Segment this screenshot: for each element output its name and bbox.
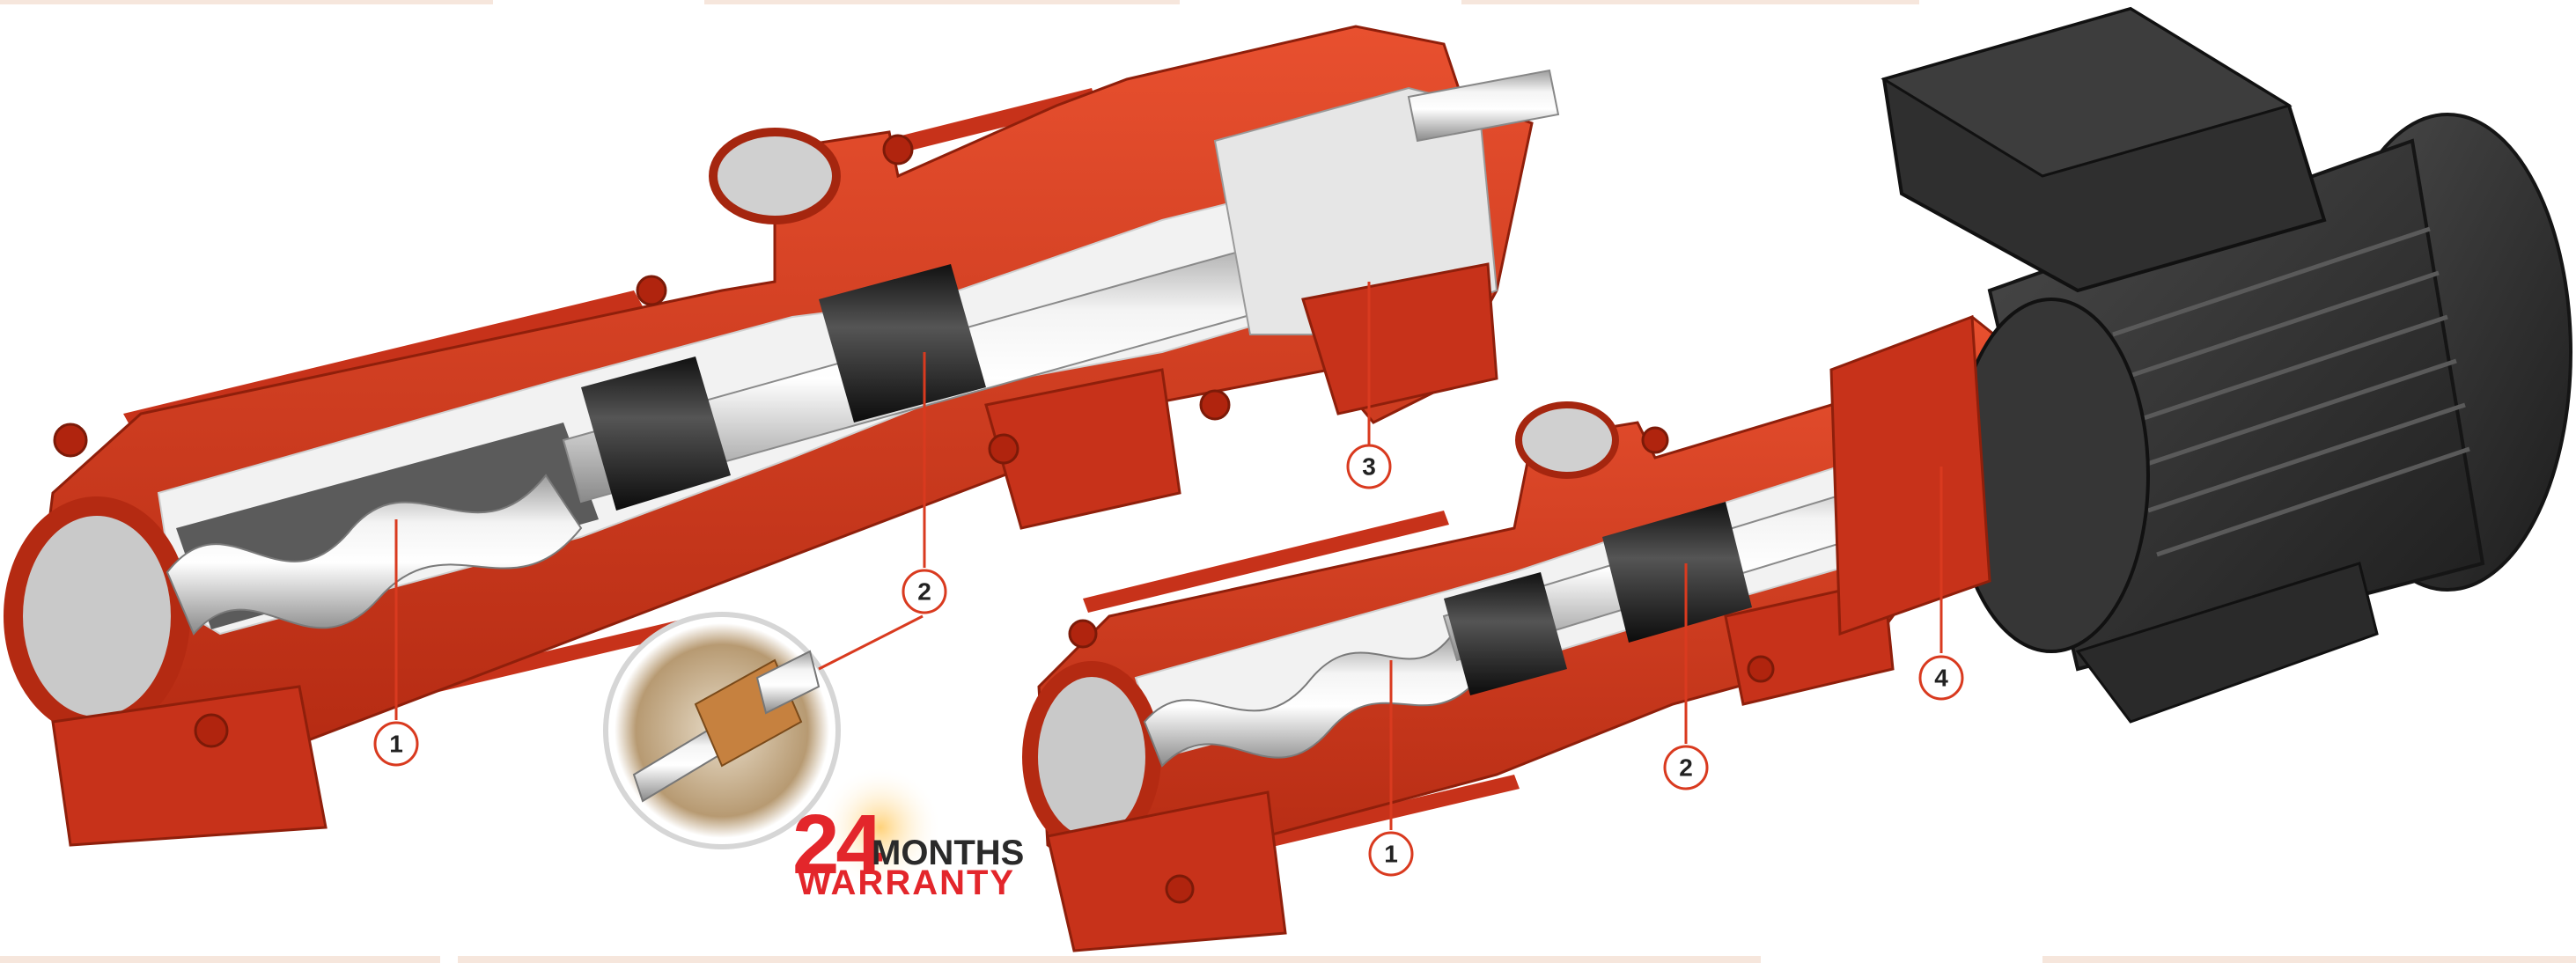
left-pump-bearing-housing <box>1213 86 1498 335</box>
motor-terminal-box-lid <box>1880 7 2293 178</box>
callout-label: 1 <box>389 731 403 758</box>
right-pump-joint-boot <box>1444 572 1567 695</box>
left-pump-inlet-port <box>709 128 841 224</box>
callout-label: 3 <box>1362 453 1376 481</box>
left-pump-rotor <box>166 474 583 636</box>
motor-cooling-fins <box>2112 226 2470 557</box>
edge-stripe <box>0 0 493 4</box>
right-pump-tie-rods <box>1083 511 1520 859</box>
left-pump-bolts <box>53 134 1231 748</box>
left-pump-joint-boot <box>819 264 986 423</box>
warranty-number: 24 <box>792 798 882 892</box>
callout-label: 2 <box>917 578 931 606</box>
right-pump-inlet-port <box>1515 401 1619 479</box>
edge-stripe <box>704 0 1180 4</box>
left-pump-foot <box>51 685 328 847</box>
warranty-badge: 24 MONTHS WARRANTY <box>792 766 1024 902</box>
motor-bell-housing <box>1829 314 1991 636</box>
callout-right-2: 2 <box>1663 745 1709 790</box>
callout-right-1: 1 <box>1368 831 1414 877</box>
left-pump-end-port <box>4 496 190 736</box>
callout-label: 2 <box>1679 754 1693 782</box>
left-pump <box>4 25 1560 847</box>
callout-leaders <box>394 282 1943 830</box>
callout-left-2: 2 <box>902 569 947 614</box>
motor-base <box>2075 562 2379 724</box>
edge-stripe <box>2042 956 2576 963</box>
callout-right-4: 4 <box>1918 655 1964 701</box>
right-pump-foot <box>1046 790 1287 952</box>
callout-label: 1 <box>1384 841 1398 868</box>
right-pump-joint-boot <box>1602 502 1752 643</box>
warranty-months: MONTHS <box>872 834 1024 872</box>
left-pump-foot <box>984 368 1181 530</box>
right-pump-bolts <box>1068 426 1775 904</box>
callout-left-1: 1 <box>373 721 419 767</box>
motor <box>1829 6 2572 724</box>
warranty-word: WARRANTY <box>798 864 1015 902</box>
callout-left-3: 3 <box>1346 444 1392 489</box>
joint-detail-inset <box>603 612 841 849</box>
left-pump-foot <box>1301 262 1498 415</box>
left-pump-drive-shaft-end <box>1407 69 1560 143</box>
edge-stripe <box>0 956 440 963</box>
edge-stripe <box>458 956 1761 963</box>
edge-stripe <box>1461 0 1919 4</box>
callout-label: 4 <box>1934 665 1948 692</box>
left-pump-joint-boot <box>581 357 731 511</box>
right-pump <box>1022 315 2018 952</box>
